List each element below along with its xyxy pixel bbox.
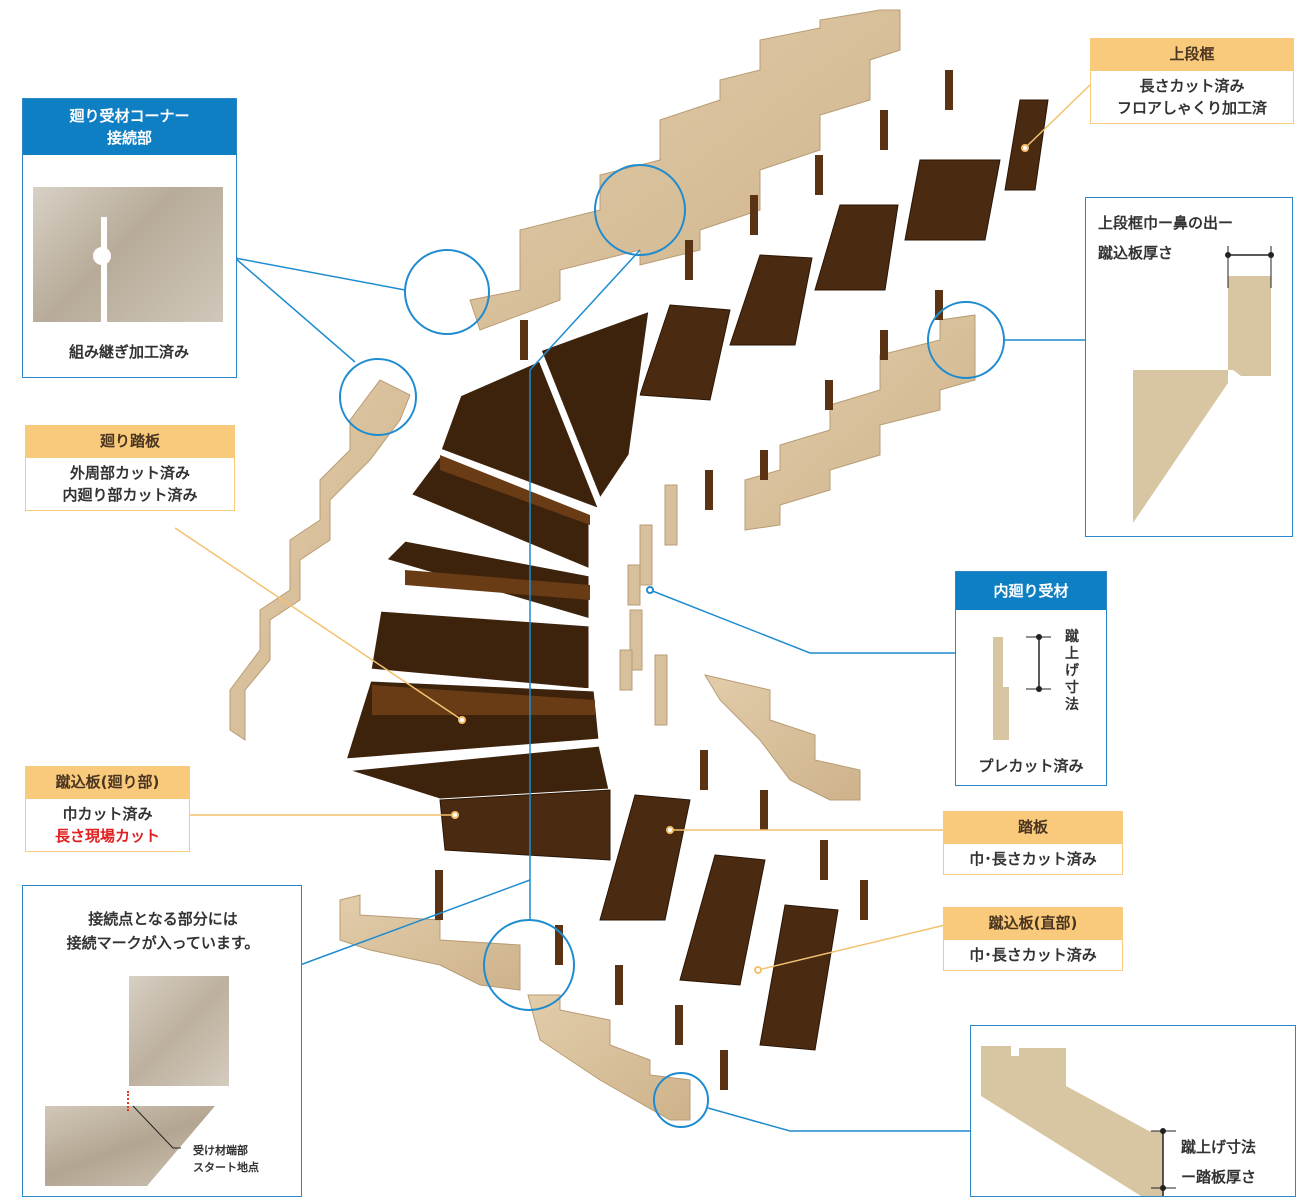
upper-treads: [639, 99, 1049, 401]
inner-stringer-dimension: 蹴上げ寸法: [1065, 629, 1079, 713]
corner-joint-callout: 廻り受材コーナー 接続部 組み継ぎ加工済み: [22, 98, 237, 378]
connection-mark-note-2: スタート地点: [193, 1161, 259, 1174]
winder-riser-line-2: 長さ現場カット: [54, 827, 160, 845]
tread-label: 踏板 巾･長さカット済み: [943, 811, 1123, 875]
winder-tread-label: 廻り踏板 外周部カット済み 内廻り部カット済み: [25, 425, 235, 511]
upper-frame-detail-line-2: 蹴込板厚さ: [1098, 244, 1174, 262]
support-blocks: [435, 70, 953, 1090]
tread-body: 巾･長さカット済み: [943, 843, 1123, 875]
stringer-detail-profile: [981, 1046, 1176, 1196]
stringer-detail: 蹴上げ寸法 ー踏板厚さ: [970, 1025, 1296, 1197]
upper-frame-body: 長さカット済み フロアしゃくり加工済: [1090, 70, 1294, 124]
straight-riser-line-1: 巾･長さカット済み: [969, 946, 1097, 964]
winder-riser-body: 巾カット済み 長さ現場カット: [25, 798, 190, 852]
winder-tread-line-1: 外周部カット済み: [69, 464, 190, 482]
corner-joint-title-1: 廻り受材コーナー: [69, 107, 190, 125]
leader-lines-blue: [234, 249, 1085, 1132]
inner-stringer-dot: [646, 586, 654, 594]
inner-stringer-callout: 内廻り受材 蹴上げ寸法 プレカット済み: [955, 571, 1107, 786]
winder-treads: [342, 307, 652, 802]
winder-tread-body: 外周部カット済み 内廻り部カット済み: [25, 457, 235, 511]
connection-mark-callout: 接続点となる部分には 接続マークが入っています。 受け材端部 スタート地点: [22, 885, 302, 1197]
upper-stringer: [469, 9, 901, 331]
inner-stringer-caption: プレカット済み: [978, 757, 1084, 775]
connection-mark-photo-top: [129, 976, 229, 1086]
left-stringer: [229, 379, 411, 741]
upper-frame-profile: [1133, 246, 1274, 523]
straight-riser-label: 蹴込板(直部) 巾･長さカット済み: [943, 907, 1123, 971]
connection-mark-pointer: [132, 1105, 181, 1149]
right-middle-stringer: [744, 314, 976, 531]
upper-frame-title: 上段框: [1090, 38, 1294, 70]
winder-tread-title: 廻り踏板: [25, 425, 235, 457]
upper-frame-detail: 上段框巾ー鼻の出ー 蹴込板厚さ: [1085, 197, 1293, 537]
stringer-detail-line-2: ー踏板厚さ: [1181, 1168, 1257, 1186]
connection-mark-note-1: 受け材端部: [193, 1144, 248, 1157]
tread-line-1: 巾･長さカット済み: [969, 850, 1097, 868]
winder-tread-line-2: 内廻り部カット済み: [62, 486, 198, 504]
bottom-right-stringer: [527, 994, 691, 1121]
winder-riser-faces: [372, 455, 595, 715]
lower-stringer: [703, 674, 861, 801]
corner-joint-photo: [33, 187, 223, 322]
leader-lines-orange: [174, 84, 1091, 971]
winder-riser-label: 蹴込板(廻り部) 巾カット済み 長さ現場カット: [25, 766, 190, 852]
connection-mark-dots: [127, 1091, 129, 1111]
winder-riser-title: 蹴込板(廻り部): [25, 766, 190, 798]
inner-stringer-profile: [993, 634, 1051, 740]
connection-mark-line-2: 接続マークが入っています。: [66, 934, 260, 952]
tread-title: 踏板: [943, 811, 1123, 843]
detail-circles: [339, 164, 1005, 1128]
connection-mark-line-1: 接続点となる部分には: [88, 910, 238, 928]
lower-treads: [439, 789, 839, 1051]
corner-joint-caption: 組み継ぎ加工済み: [68, 343, 189, 361]
corner-joint-header: 廻り受材コーナー 接続部: [23, 99, 236, 155]
upper-frame-line-1: 長さカット済み: [1139, 77, 1245, 95]
leader-dots: [451, 144, 1029, 974]
corner-joint-title-2: 接続部: [106, 129, 152, 147]
straight-riser-title: 蹴込板(直部): [943, 907, 1123, 939]
straight-riser-body: 巾･長さカット済み: [943, 939, 1123, 971]
winder-riser-line-1: 巾カット済み: [62, 805, 153, 823]
inner-stringer-pieces: [619, 484, 678, 726]
upper-frame-label: 上段框 長さカット済み フロアしゃくり加工済: [1090, 38, 1294, 124]
inner-stringer-title: 内廻り受材: [956, 572, 1106, 610]
stringer-detail-line-1: 蹴上げ寸法: [1181, 1138, 1257, 1156]
upper-frame-detail-line-1: 上段框巾ー鼻の出ー: [1098, 214, 1234, 232]
upper-frame-line-2: フロアしゃくり加工済: [1116, 99, 1267, 117]
bottom-stringer: [339, 894, 521, 991]
